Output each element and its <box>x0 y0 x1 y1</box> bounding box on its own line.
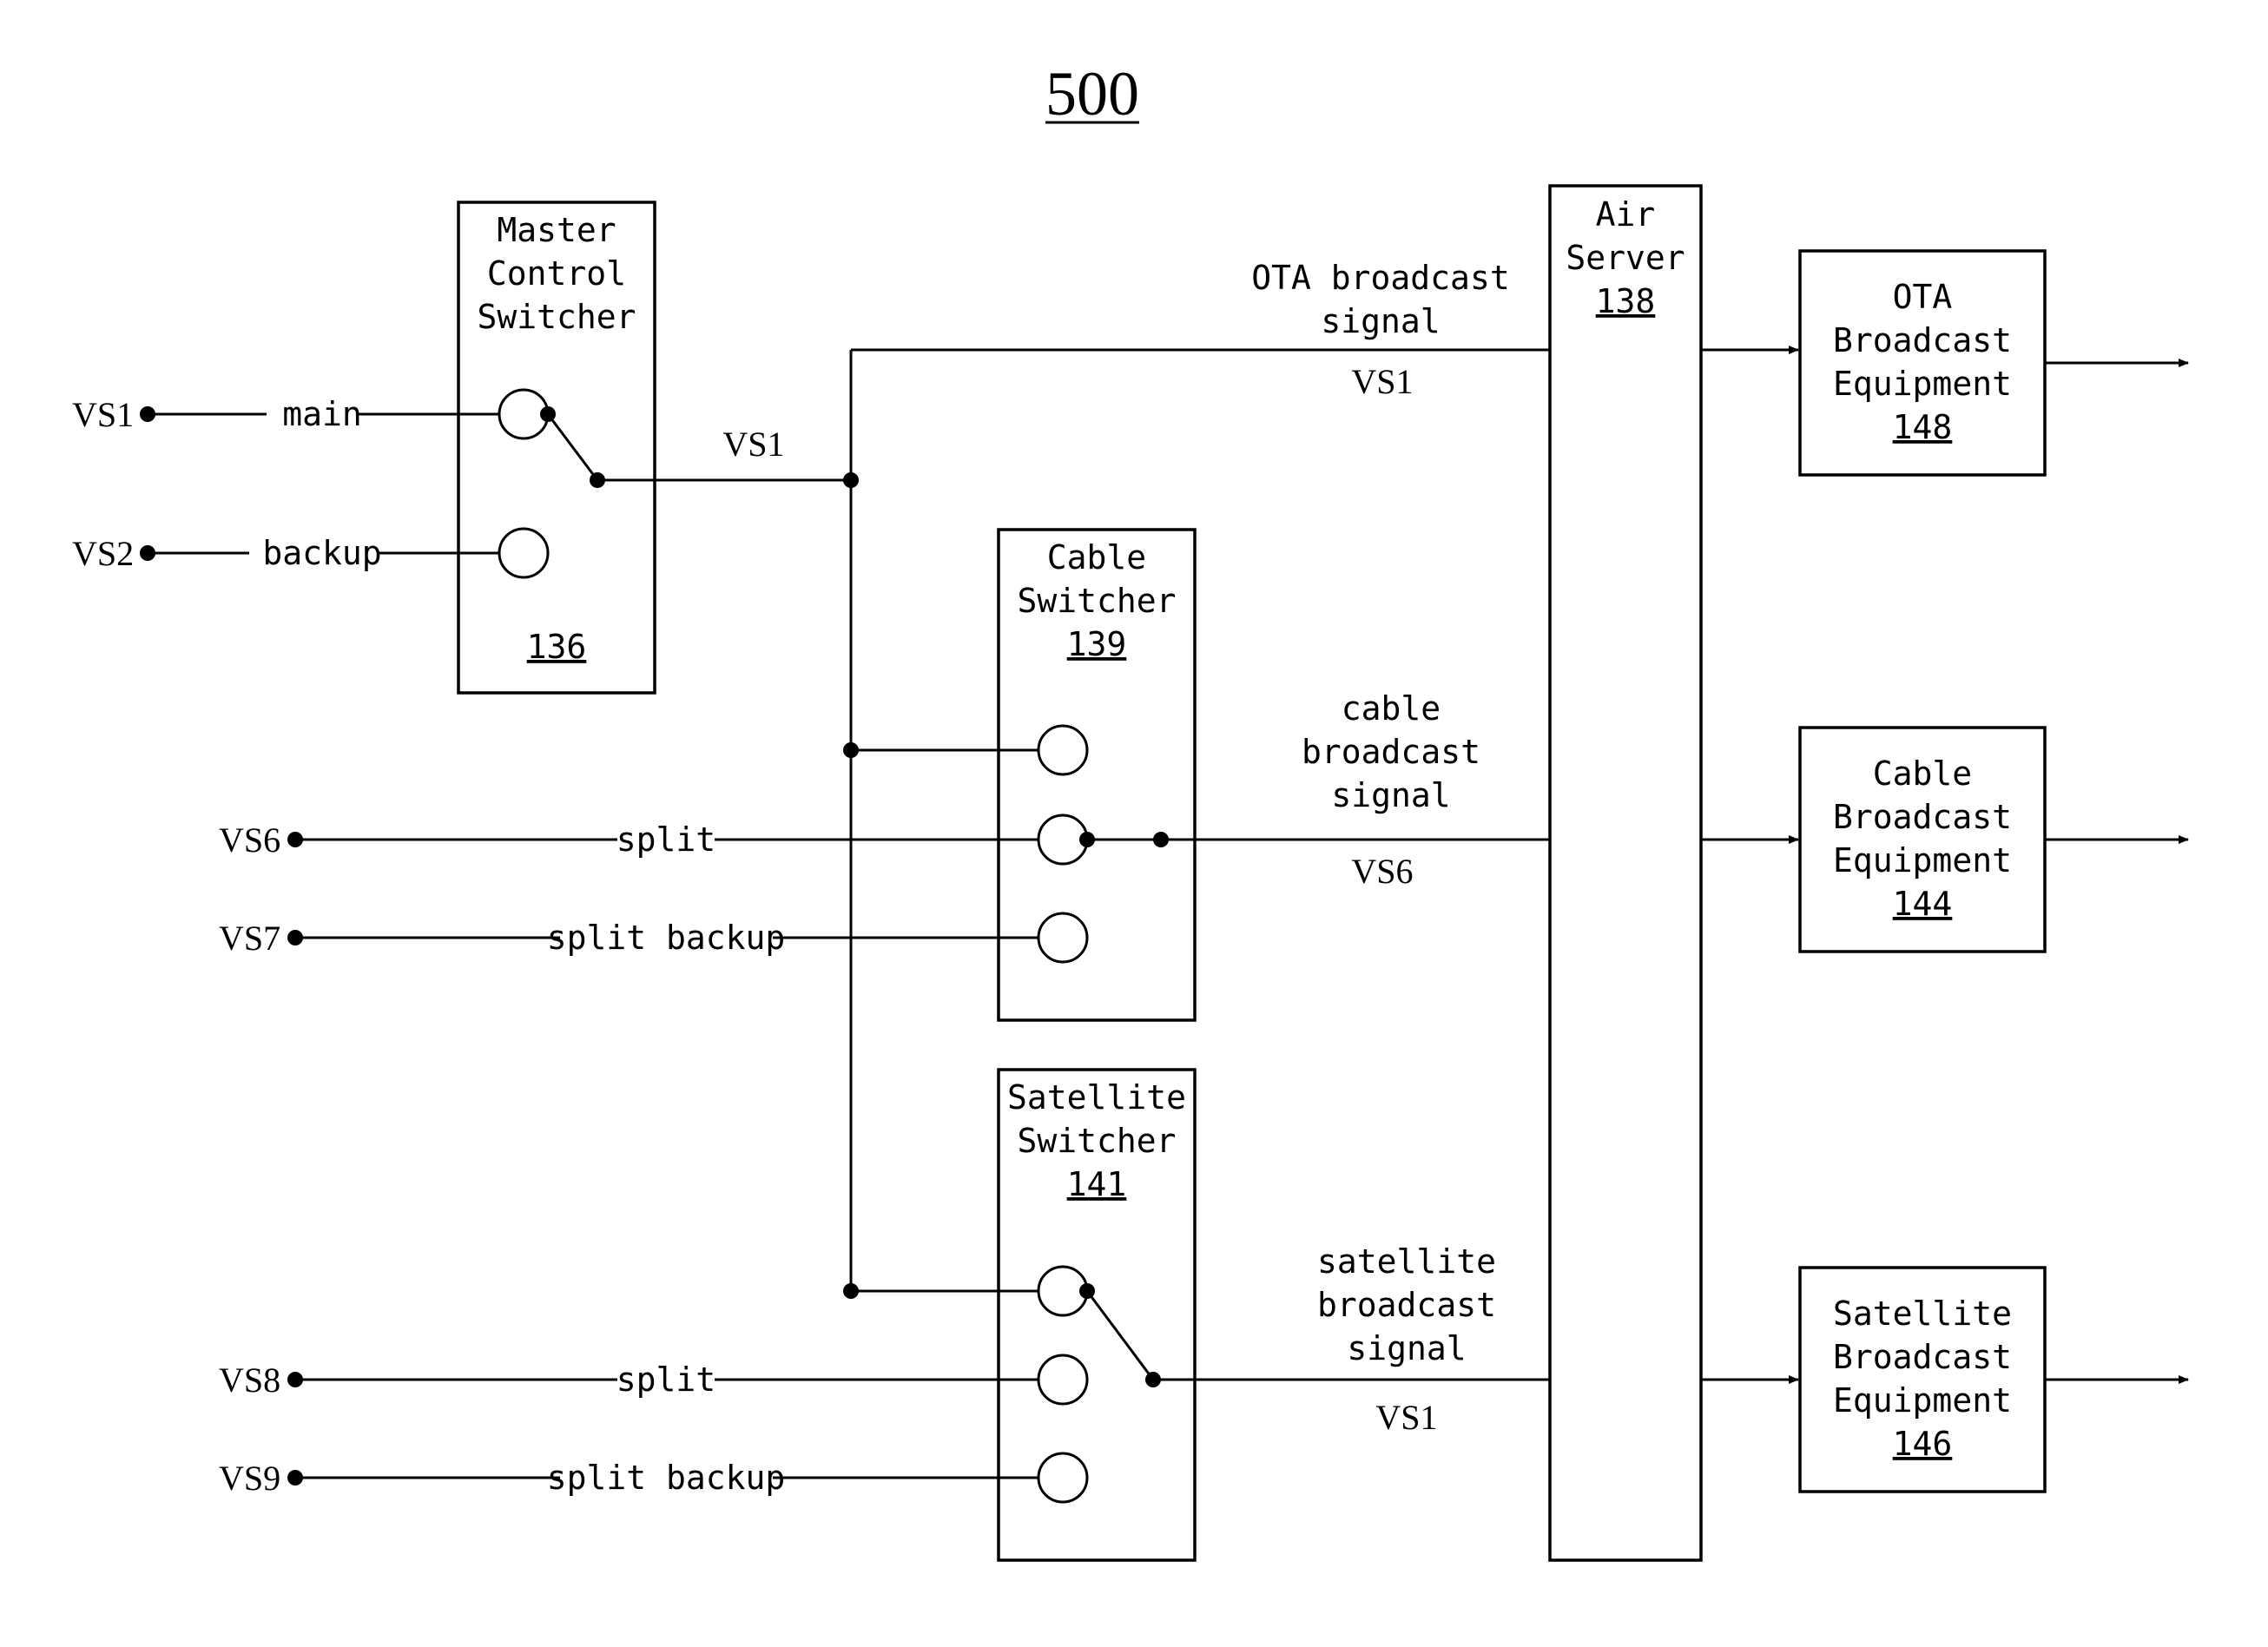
cable-broadcast-equipment: Cable Broadcast Equipment 144 <box>1800 728 2045 952</box>
vs9-source-label: VS9 <box>219 1459 280 1498</box>
satellite-backup-terminal <box>1038 1453 1087 1502</box>
ota-signal-value: VS1 <box>1351 362 1413 401</box>
vs8-source-label: VS8 <box>219 1360 280 1400</box>
cable-equipment-label-2: Broadcast <box>1833 798 2012 836</box>
satellite-switch-lever <box>1087 1291 1153 1380</box>
main-input-label: main <box>282 395 362 433</box>
cable-switcher: Cable Switcher 139 <box>999 530 1195 1020</box>
master-control-switcher: Master Control Switcher 136 <box>458 202 655 693</box>
master-switcher-label-1: Master <box>497 211 616 249</box>
cable-vs1-terminal <box>1038 726 1087 774</box>
vs2-source-label: VS2 <box>72 534 134 573</box>
cable-equipment-label-3: Equipment <box>1833 841 2012 879</box>
figure-number: 500 <box>1045 59 1139 128</box>
cable-signal-label-1: cable <box>1342 689 1441 728</box>
ota-signal-label-1: OTA broadcast <box>1251 259 1509 297</box>
ota-broadcast-equipment: OTA Broadcast Equipment 148 <box>1800 251 2045 475</box>
cable-equipment-ref: 144 <box>1893 885 1953 923</box>
satellite-split-backup-label: split backup <box>547 1459 786 1497</box>
satellite-equipment-ref: 146 <box>1893 1425 1953 1463</box>
vs6-source-label: VS6 <box>219 820 280 860</box>
satellite-signal-label-1: satellite <box>1317 1242 1496 1281</box>
cable-equipment-label-1: Cable <box>1873 754 1972 793</box>
master-switcher-label-3: Switcher <box>477 298 636 336</box>
master-switcher-label-2: Control <box>487 254 626 293</box>
vs7-source-label: VS7 <box>219 919 280 958</box>
satellite-split-terminal <box>1038 1355 1087 1404</box>
vs1-source-label: VS1 <box>72 395 134 434</box>
satellite-equipment-label-3: Equipment <box>1833 1381 2012 1420</box>
cable-switcher-ref: 139 <box>1067 625 1127 663</box>
air-server-label-1: Air <box>1596 195 1656 234</box>
satellite-switcher-ref: 141 <box>1067 1165 1127 1203</box>
satellite-equipment-label-1: Satellite <box>1833 1295 2012 1333</box>
cable-split-label: split <box>616 820 715 859</box>
cable-signal-label-2: broadcast <box>1302 733 1480 771</box>
ota-signal-label-2: signal <box>1321 302 1440 340</box>
satellite-switcher-label-2: Switcher <box>1017 1122 1176 1160</box>
master-switcher-ref: 136 <box>527 628 587 666</box>
backup-input-label: backup <box>262 534 381 572</box>
ota-equipment-label-1: OTA <box>1893 278 1953 316</box>
cable-switcher-label-1: Cable <box>1047 538 1146 576</box>
satellite-switcher: Satellite Switcher 141 <box>999 1070 1195 1560</box>
master-output-signal: VS1 <box>722 425 784 464</box>
master-switch-lever <box>548 414 597 480</box>
cable-signal-label-3: signal <box>1331 776 1450 814</box>
ota-equipment-label-2: Broadcast <box>1833 321 2012 359</box>
air-server-ref: 138 <box>1596 282 1656 320</box>
satellite-signal-label-2: broadcast <box>1317 1286 1496 1324</box>
satellite-split-label: split <box>616 1360 715 1399</box>
master-backup-terminal <box>499 529 548 577</box>
satellite-switcher-label-1: Satellite <box>1007 1078 1186 1117</box>
air-server: Air Server 138 <box>1550 186 1701 1560</box>
ota-equipment-label-3: Equipment <box>1833 365 2012 403</box>
cable-split-backup-label: split backup <box>547 919 786 957</box>
air-server-label-2: Server <box>1566 239 1685 277</box>
satellite-broadcast-equipment: Satellite Broadcast Equipment 146 <box>1800 1268 2045 1492</box>
satellite-equipment-label-2: Broadcast <box>1833 1338 2012 1376</box>
satellite-signal-value: VS1 <box>1375 1398 1437 1437</box>
ota-equipment-ref: 148 <box>1893 408 1953 446</box>
satellite-signal-label-3: signal <box>1347 1329 1466 1367</box>
cable-signal-value: VS6 <box>1351 852 1413 891</box>
cable-switcher-label-2: Switcher <box>1017 582 1176 620</box>
cable-backup-terminal <box>1038 913 1087 962</box>
